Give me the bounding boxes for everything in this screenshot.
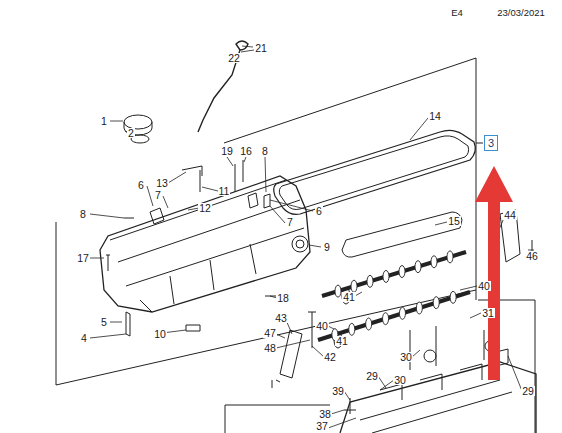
callout-number: 37 xyxy=(315,421,329,432)
cam-lobe xyxy=(366,318,372,330)
callout-number: 7 xyxy=(154,190,162,201)
callout-number: 40 xyxy=(315,321,329,332)
cam-lobe xyxy=(335,285,341,297)
callout-number: 14 xyxy=(428,111,442,122)
callout-number: 48 xyxy=(263,343,277,354)
cam-lobe xyxy=(383,270,389,282)
callout-number: 38 xyxy=(318,409,332,420)
callout-number: 2 xyxy=(127,128,135,139)
callout-number: 4 xyxy=(80,333,88,344)
callout-number: 13 xyxy=(155,178,169,189)
callout-number: 18 xyxy=(276,293,290,304)
callout-number: 6 xyxy=(137,180,145,191)
callout-number: 16 xyxy=(239,146,253,157)
callout-number: 19 xyxy=(220,146,234,157)
reference-number: 3 xyxy=(488,137,494,149)
callout-number: 5 xyxy=(100,317,108,328)
cam-lobe xyxy=(349,323,355,335)
reference-box: 3 xyxy=(484,135,498,151)
cam-lobe xyxy=(399,307,405,319)
callout-number: 46 xyxy=(525,251,539,262)
callout-number: 42 xyxy=(323,352,337,363)
callout-number: 21 xyxy=(254,43,268,54)
callout-number: 8 xyxy=(79,209,87,220)
callout-number: 29 xyxy=(521,386,535,397)
valve-cover xyxy=(100,176,310,312)
cover-gasket xyxy=(274,130,476,214)
callout-number: 44 xyxy=(503,210,517,221)
cam-lobe xyxy=(431,256,437,268)
group-frame xyxy=(224,58,476,300)
sheet-header: E4 xyxy=(450,8,464,18)
callout-number: 30 xyxy=(399,352,413,363)
callout-number: 7 xyxy=(286,217,294,228)
cam-lobe xyxy=(447,251,453,263)
sensor xyxy=(292,236,308,252)
sheet-header: 23/03/2021 xyxy=(496,8,546,18)
cam-lobe xyxy=(415,261,421,273)
cam-lobe xyxy=(383,313,389,325)
head-frame xyxy=(225,405,330,433)
callout-number: 31 xyxy=(481,308,495,319)
callout-number: 41 xyxy=(342,292,356,303)
callout-number: 10 xyxy=(153,329,167,340)
cam-lobe xyxy=(399,266,405,278)
cam-lobe xyxy=(367,275,373,287)
callout-number: 6 xyxy=(315,206,323,217)
callout-number: 30 xyxy=(393,375,407,386)
callout-number: 39 xyxy=(331,386,345,397)
cam-lobe xyxy=(351,280,357,292)
cylinder-head xyxy=(340,362,536,433)
callout-number: 15 xyxy=(447,216,461,227)
callout-number: 12 xyxy=(198,203,212,214)
callout-number: 11 xyxy=(218,186,231,197)
cam-lobe xyxy=(450,291,456,303)
chain-guide xyxy=(276,210,520,382)
head-frame xyxy=(478,300,535,433)
callout-number: 43 xyxy=(274,313,288,324)
camshaft xyxy=(318,292,470,340)
group-frame xyxy=(56,222,476,385)
cam-lobes xyxy=(332,251,456,341)
callout-number: 41 xyxy=(335,336,349,347)
callout-number: 8 xyxy=(261,146,269,157)
group-frame xyxy=(476,143,483,144)
cam-lobe xyxy=(433,297,439,309)
small-gasket xyxy=(342,212,462,257)
callout-number: 40 xyxy=(477,281,491,292)
cam-lobe xyxy=(416,302,422,314)
callout-number: 17 xyxy=(76,253,90,264)
callout-number: 22 xyxy=(227,53,241,64)
callout-number: 1 xyxy=(100,116,108,127)
dipstick xyxy=(198,41,248,132)
callout-number: 9 xyxy=(323,242,331,253)
red-arrow xyxy=(475,166,513,380)
callout-number: 29 xyxy=(365,371,379,382)
callout-number: 47 xyxy=(263,328,277,339)
